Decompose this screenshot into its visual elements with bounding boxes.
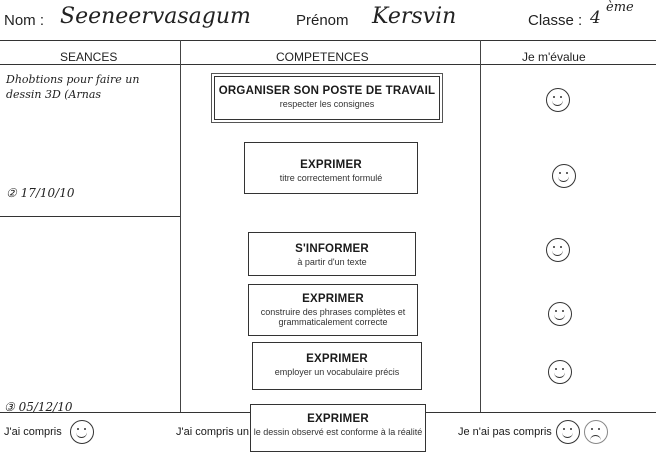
face-icon-4[interactable] <box>548 302 572 326</box>
face-icon-5[interactable] <box>548 360 572 384</box>
seance-2-date: ② 17/10/10 <box>6 186 75 200</box>
nom-label: Nom : <box>4 12 45 29</box>
prenom-label: Prénom <box>296 12 349 29</box>
header-top-line <box>0 40 656 41</box>
col-header-seances: SEANCES <box>60 50 118 64</box>
col-divider-2 <box>480 40 481 412</box>
face-icon-3[interactable] <box>546 238 570 262</box>
competence-title-4: EXPRIMER <box>302 293 364 305</box>
row-divider-1 <box>0 216 180 217</box>
col-divider-1 <box>180 40 181 412</box>
competence-title-6: EXPRIMER <box>307 413 369 425</box>
face-icon-1[interactable] <box>546 88 570 112</box>
competence-box-2: EXPRIMER titre correctement formulé <box>244 142 418 194</box>
competence-sub-1: respecter les consignes <box>279 99 375 109</box>
competence-sub-6: le dessin observé est conforme à la réal… <box>253 427 423 437</box>
nom-value: Seeneervasagum <box>60 4 251 29</box>
competence-title-2: EXPRIMER <box>300 159 362 171</box>
classe-sup: ème <box>606 0 634 15</box>
competence-box-6: EXPRIMER le dessin observé est conforme … <box>250 404 426 452</box>
legend-compris-partial: J'ai compris un <box>176 426 250 438</box>
header-bottom-line <box>0 64 656 65</box>
col-header-evalue: Je m'évalue <box>522 50 586 64</box>
competence-box-4: EXPRIMER construire des phrases complète… <box>248 284 418 336</box>
sad-face-icon <box>584 420 608 444</box>
competence-box-1: ORGANISER SON POSTE DE TRAVAIL respecter… <box>211 73 443 123</box>
legend-pas-compris: Je n'ai pas compris <box>458 426 552 438</box>
col-header-competences: COMPETENCES <box>276 50 369 64</box>
competence-title-1: ORGANISER SON POSTE DE TRAVAIL <box>218 85 436 97</box>
legend-compris: J'ai compris <box>4 426 62 438</box>
seance-1-text: Dhobtions pour faire un dessin 3D (Arnas <box>6 73 140 101</box>
competence-sub-4: construire des phrases complètes et gram… <box>260 307 406 327</box>
face-icon-2[interactable] <box>552 164 576 188</box>
classe-label: Classe : <box>528 12 583 29</box>
classe-value: 4 <box>590 8 601 28</box>
competence-box-5: EXPRIMER employer un vocabulaire précis <box>252 342 422 390</box>
competence-title-5: EXPRIMER <box>306 353 368 365</box>
smiley-face-icon <box>556 420 580 444</box>
competence-sub-5: employer un vocabulaire précis <box>274 367 400 377</box>
seance-3-date: ③ 05/12/10 <box>4 400 73 414</box>
competence-sub-2: titre correctement formulé <box>279 173 383 183</box>
prenom-value: Kersvin <box>372 4 457 29</box>
competence-sub-3: à partir d'un texte <box>297 257 367 267</box>
happy-face-icon <box>70 420 94 444</box>
competence-title-3: S'INFORMER <box>295 243 369 255</box>
competence-box-3: S'INFORMER à partir d'un texte <box>248 232 416 276</box>
